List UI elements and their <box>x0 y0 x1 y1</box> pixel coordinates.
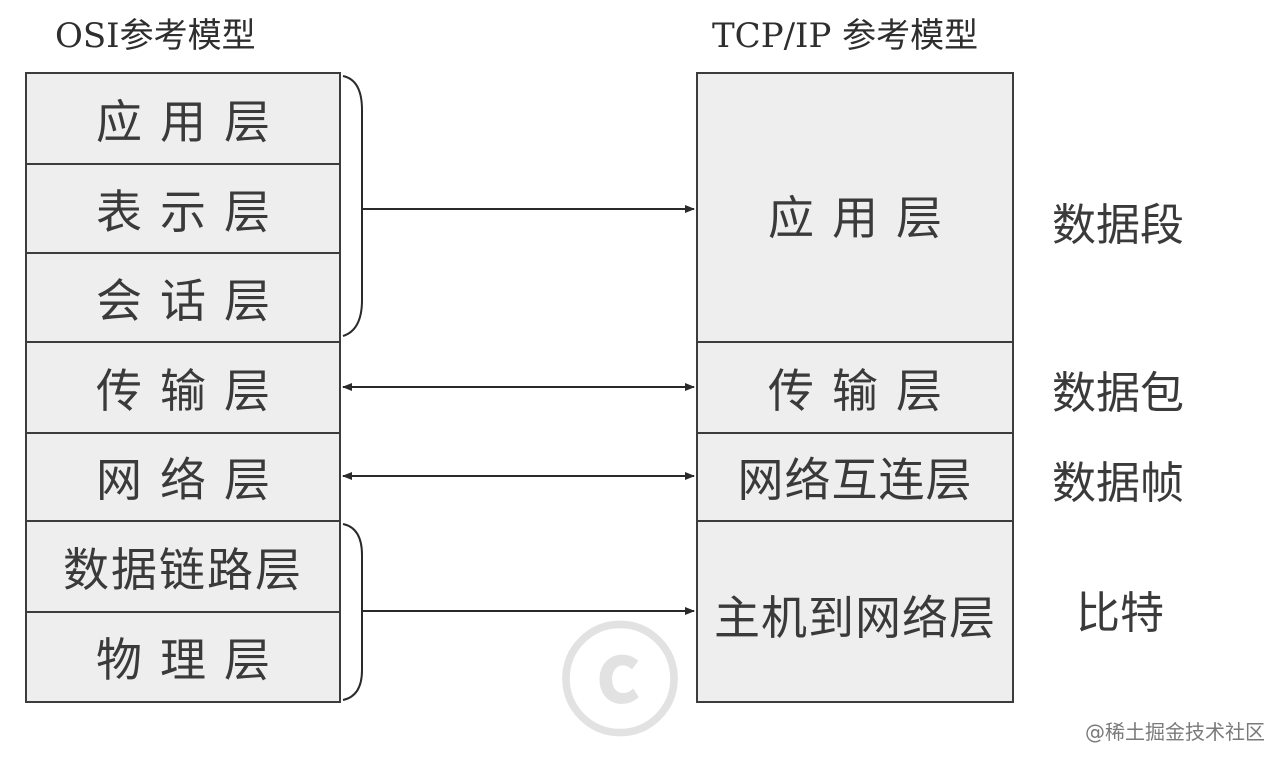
tcpip-layer-internet: 网络互连层 <box>696 432 1014 522</box>
osi-layer-physical: 物理层 <box>25 611 341 703</box>
osi-layer-datalink: 数据链路层 <box>25 520 341 613</box>
tcpip-layer-application: 应用层 <box>696 72 1014 343</box>
unit-bit: 比特 <box>1076 588 1164 639</box>
osi-layer-application: 应用层 <box>25 72 341 165</box>
watermark-logo-graphic: ⓒ <box>560 614 686 753</box>
unit-segment: 数据段 <box>1052 200 1184 251</box>
tcpip-title: TCP/IP 参考模型 <box>712 16 979 56</box>
osi-title: OSI参考模型 <box>55 16 256 56</box>
tcpip-layer-transport: 传输层 <box>696 341 1014 434</box>
tcpip-layer-host-to-network: 主机到网络层 <box>696 520 1014 703</box>
osi-layer-presentation: 表示层 <box>25 163 341 254</box>
watermark-text: @稀土掘金技术社区 <box>1085 720 1265 744</box>
unit-packet: 数据包 <box>1052 368 1184 419</box>
unit-frame: 数据帧 <box>1052 458 1184 509</box>
osi-layer-transport: 传输层 <box>25 341 341 434</box>
osi-layer-network: 网络层 <box>25 432 341 522</box>
brace-upper <box>342 75 363 337</box>
brace-lower <box>342 523 363 701</box>
